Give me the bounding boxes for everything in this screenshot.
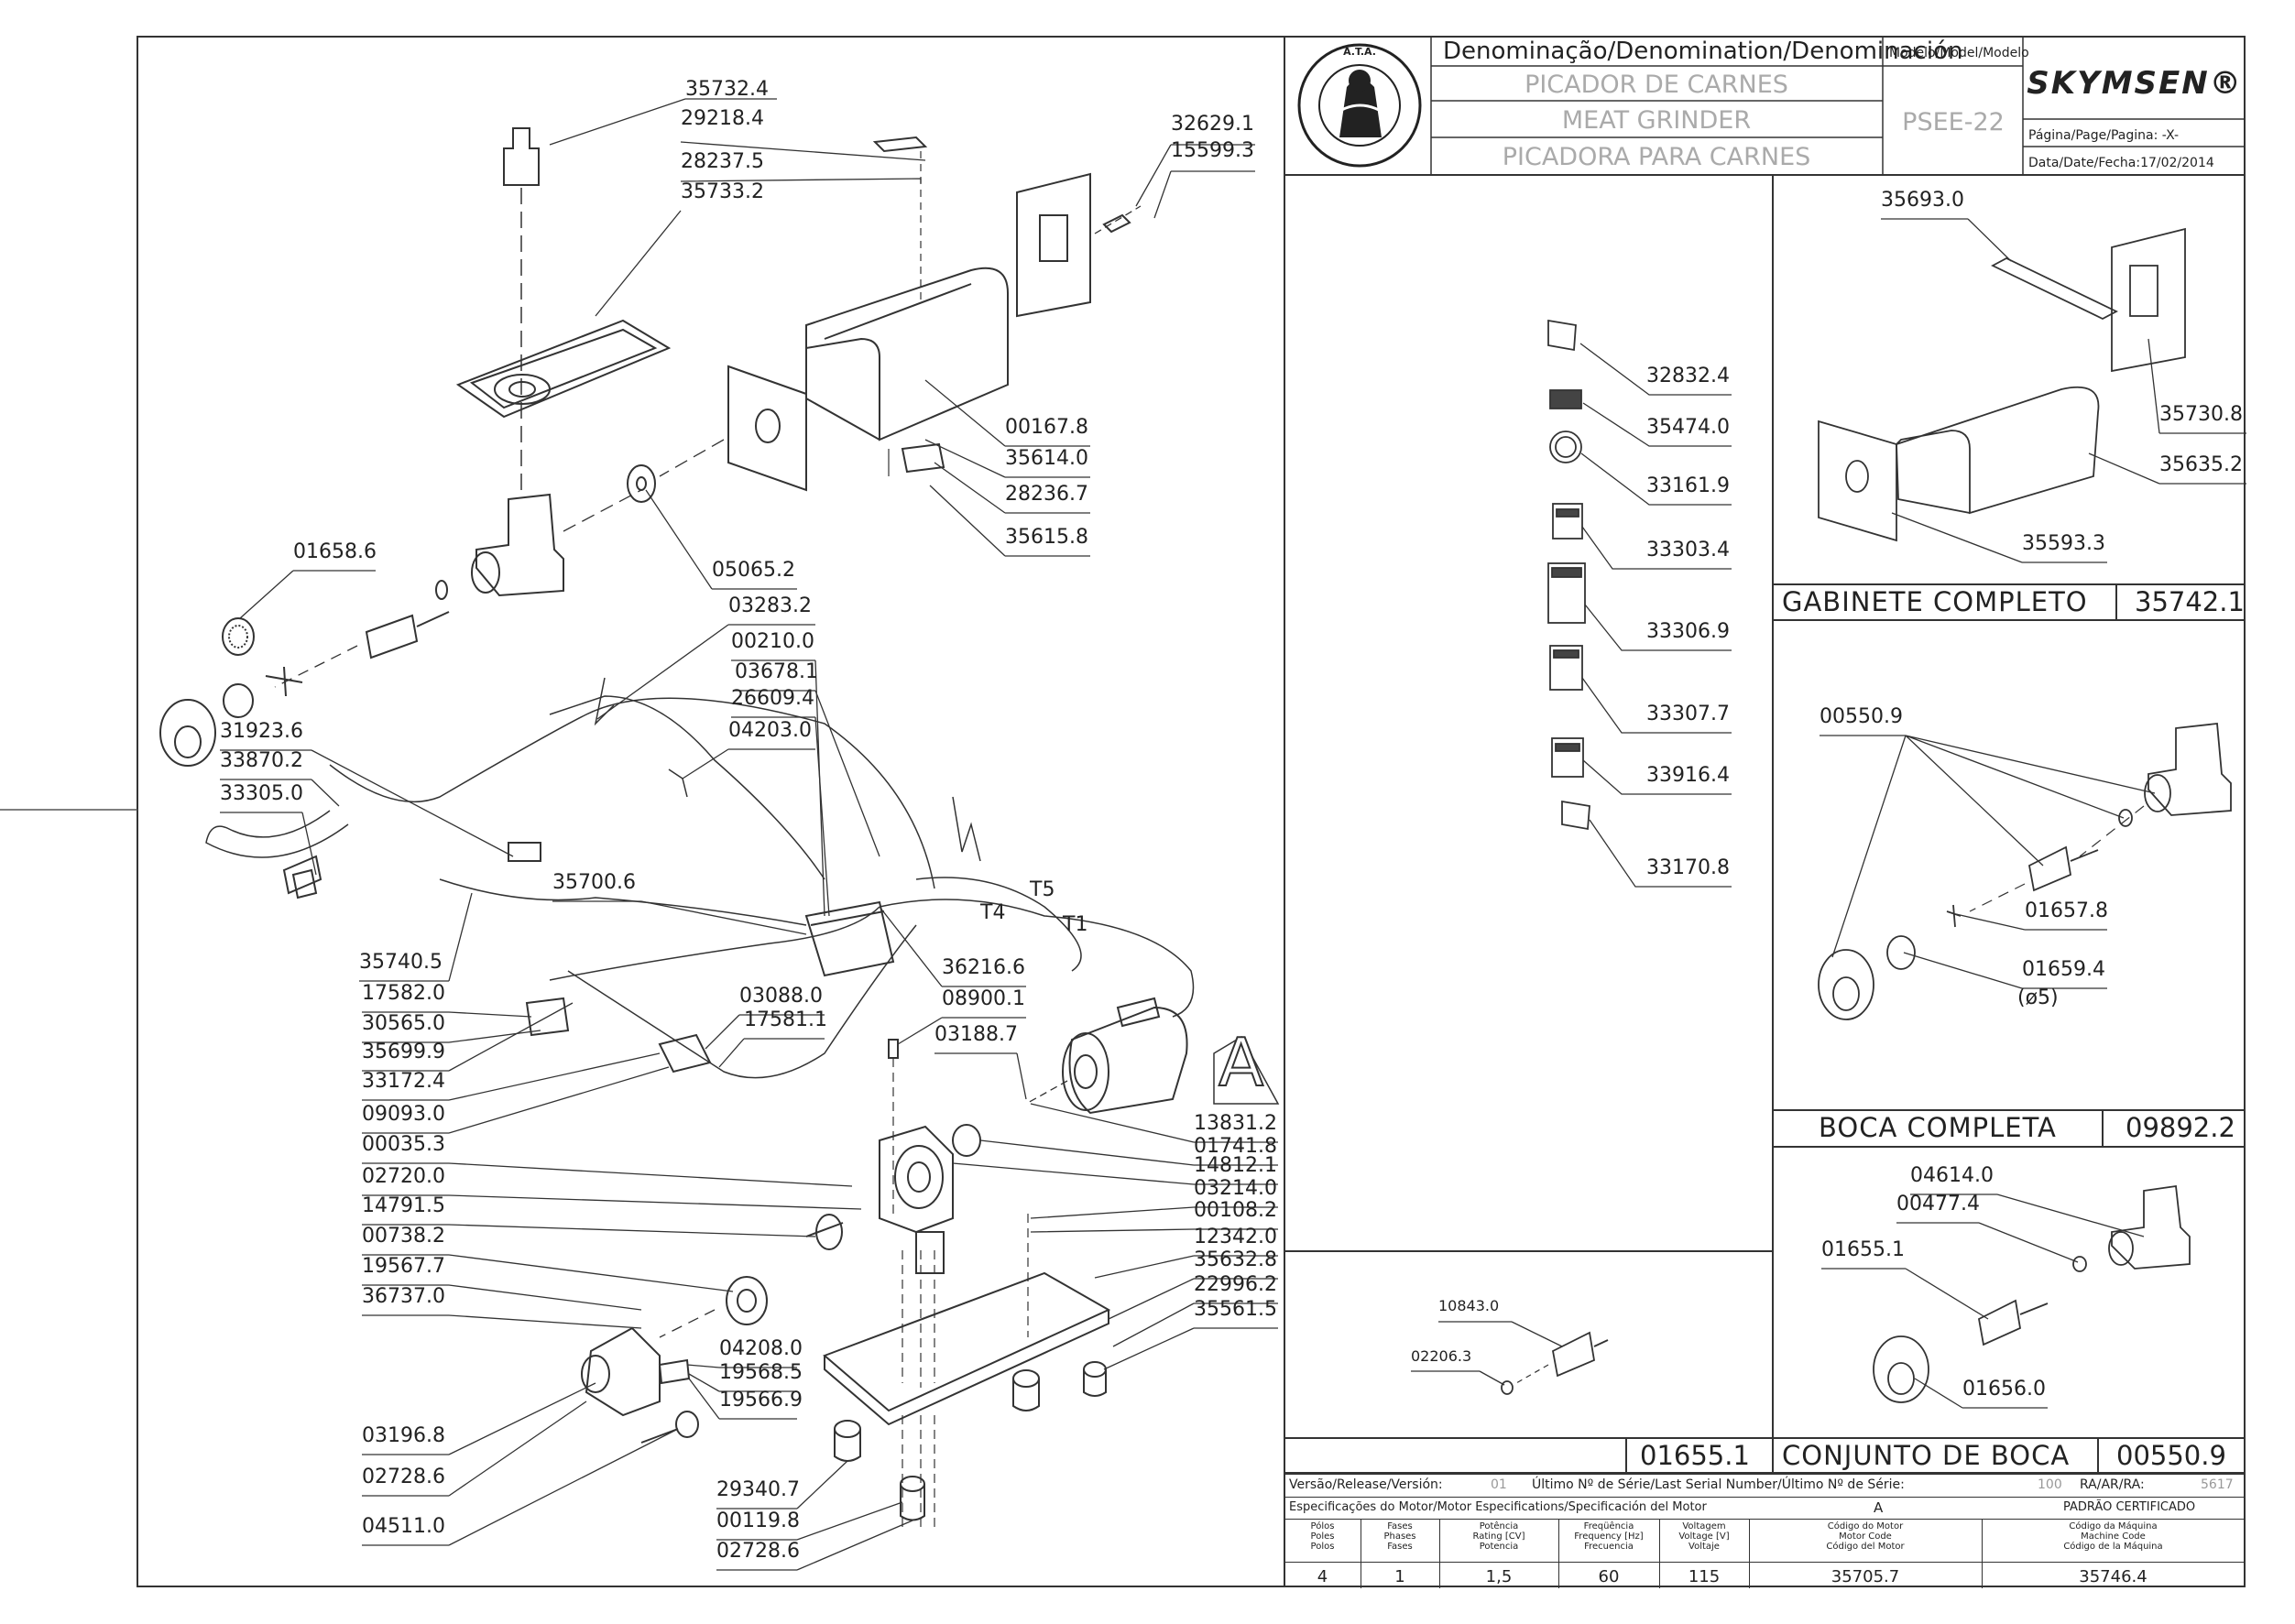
brand-logo: SKYMSEN® xyxy=(2027,65,2242,102)
mouth-set-drawing xyxy=(1873,1184,2191,1403)
product-name-en: MEAT GRINDER xyxy=(1562,106,1751,135)
spec-header-line: Phases xyxy=(1383,1531,1416,1542)
spec-header-line: Poles xyxy=(1310,1531,1335,1542)
spec-header-line: Polos xyxy=(1310,1542,1335,1552)
spec-header-line: Código del Motor xyxy=(1826,1542,1905,1552)
motor-drawing xyxy=(1025,997,1280,1115)
model-code: PSEE-22 xyxy=(1902,108,2005,136)
product-name-es: PICADORA PARA CARNES xyxy=(1503,143,1811,171)
mouth-set-section-title: CONJUNTO DE BOCA xyxy=(1782,1440,2071,1471)
cabinet-section-code: 35742.1 xyxy=(2135,586,2245,617)
motor-spec-label: Especificações do Motor/Motor Especifica… xyxy=(1289,1500,1707,1514)
mouth-section-drawing xyxy=(1818,723,2232,1020)
spec-header-line: Rating [CV] xyxy=(1472,1531,1525,1542)
spec-header-line: Fases xyxy=(1387,1521,1413,1531)
spec-column-value: 35705.7 xyxy=(1831,1567,1900,1586)
stickers-drawing xyxy=(1547,319,1590,831)
mouth-section-code: 09892.2 xyxy=(2126,1112,2235,1143)
spec-column-value: 35746.4 xyxy=(2079,1567,2147,1586)
motor-designation-letter: A xyxy=(1218,1023,1264,1102)
info-table: Versão/Release/Versión: 01 Último Nº de … xyxy=(1284,1473,2245,1588)
model-header: Modelo/Model/Modelo xyxy=(1889,46,2029,60)
version-label: Versão/Release/Versión: xyxy=(1289,1477,1443,1492)
version-row: Versão/Release/Versión: 01 Último Nº de … xyxy=(1284,1475,2245,1498)
spec-header-line: Código da Máquina xyxy=(2069,1521,2158,1531)
main-assembly-drawing xyxy=(159,127,1280,1530)
spec-header-line: Frequency [Hz] xyxy=(1574,1531,1644,1542)
spec-header-line: Voltagem xyxy=(1682,1521,1726,1531)
standard-label: PADRÃO CERTIFICADO xyxy=(2063,1500,2196,1514)
spec-header-line: Pólos xyxy=(1310,1521,1335,1531)
sticker-leaders xyxy=(1579,343,1732,888)
cabinet-leaders xyxy=(1881,218,2246,563)
spec-header-line: Motor Code xyxy=(1839,1531,1892,1542)
spec-header-line: Voltage [V] xyxy=(1678,1531,1730,1542)
spec-column-value: 115 xyxy=(1688,1567,1721,1586)
mouth-leaders xyxy=(1820,735,2156,989)
spec-column-value: 1,5 xyxy=(1485,1567,1513,1586)
authorized-service-seal: A.T.A. xyxy=(1297,43,1422,168)
denomination-header: Denominação/Denomination/Denominación xyxy=(1443,38,1962,65)
spec-column-value: 60 xyxy=(1598,1567,1620,1586)
mouth-set-section-code: 00550.9 xyxy=(2116,1440,2226,1471)
spec-header-line: Voltaje xyxy=(1688,1542,1720,1552)
page-indicator: Página/Page/Pagina: -X- xyxy=(2028,128,2179,143)
screw-leaders xyxy=(1411,1321,1563,1386)
spec-header-line: Fases xyxy=(1387,1542,1413,1552)
svg-text:A.T.A.: A.T.A. xyxy=(1343,46,1376,58)
drawing-frame xyxy=(137,36,2246,1587)
spec-header-line: Machine Code xyxy=(2081,1531,2146,1542)
spec-header-line: Código do Motor xyxy=(1827,1521,1904,1531)
right-panel-frames xyxy=(1284,175,2245,1586)
spec-header-line: Frecuencia xyxy=(1584,1542,1634,1552)
product-name-pt: PICADOR DE CARNES xyxy=(1525,71,1788,99)
spec-header-line: Potência xyxy=(1479,1521,1519,1531)
ra-label: RA/AR/RA: xyxy=(2080,1477,2145,1492)
spec-column-value: 4 xyxy=(1317,1567,1328,1586)
motor-spec-letter: A xyxy=(1874,1499,1884,1516)
spec-header-line: Freqüência xyxy=(1583,1521,1634,1531)
mouth-set-leaders xyxy=(1821,1193,2145,1409)
version-value: 01 xyxy=(1491,1477,1507,1492)
motor-spec-row: Especificações do Motor/Motor Especifica… xyxy=(1284,1497,2245,1520)
cabinet-section-title: GABINETE COMPLETO xyxy=(1782,586,2088,617)
title-block: A.T.A. Denominação/Denomination/Denomina… xyxy=(1284,36,2246,176)
spec-column-value: 1 xyxy=(1394,1567,1405,1586)
screw-section-code: 01655.1 xyxy=(1640,1440,1750,1471)
spec-header-line: Código de la Máquina xyxy=(2063,1542,2163,1552)
screw-section-drawing xyxy=(1501,1331,1609,1395)
last-serial-label: Último Nº de Série/Last Serial Number/Úl… xyxy=(1532,1477,1905,1492)
leader-lines xyxy=(220,98,1278,1571)
date-indicator: Data/Date/Fecha:17/02/2014 xyxy=(2028,156,2214,170)
cabinet-section-drawing xyxy=(1818,227,2186,542)
mouth-section-title: BOCA COMPLETA xyxy=(1819,1112,2057,1143)
last-serial-value: 100 xyxy=(2038,1477,2062,1492)
spec-header-line: Potencia xyxy=(1479,1542,1519,1552)
ra-value: 5617 xyxy=(2201,1477,2234,1492)
